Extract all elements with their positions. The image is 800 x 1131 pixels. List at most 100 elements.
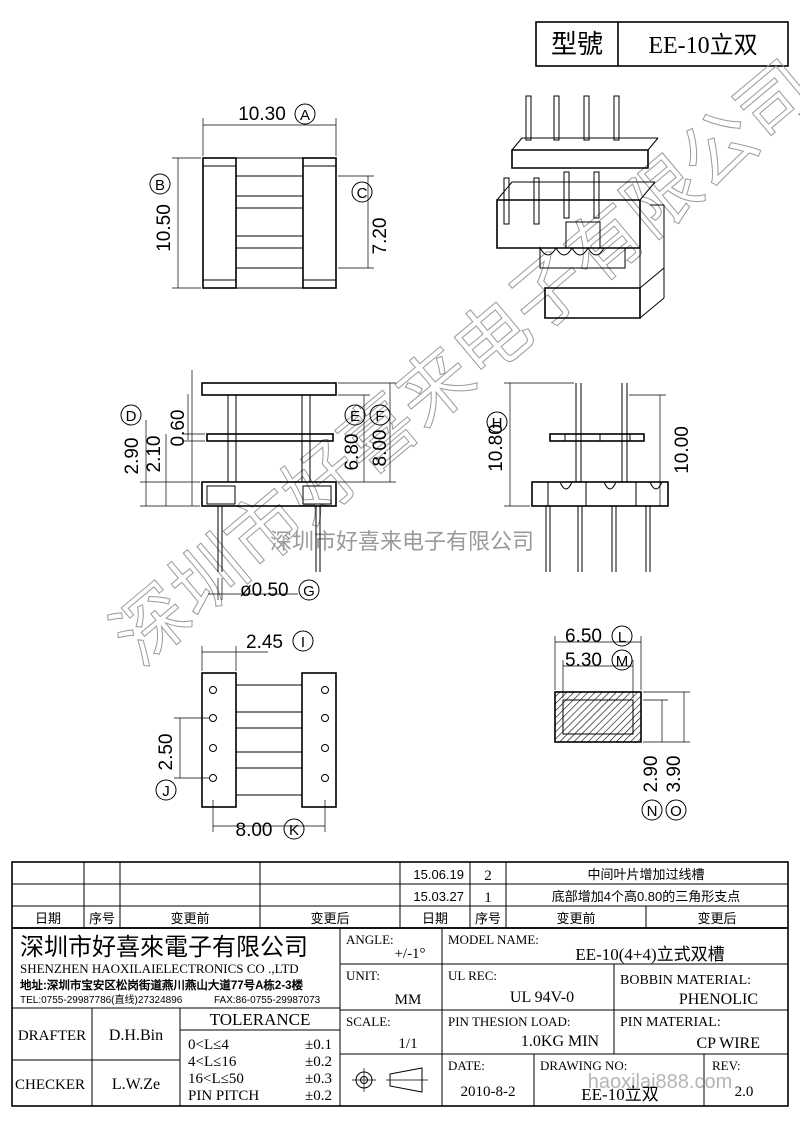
badge-B: B — [149, 173, 171, 195]
dim-K-value: 8.00 — [236, 820, 273, 841]
front-view — [140, 370, 396, 600]
badge-O: O — [665, 799, 687, 821]
drawing-no-label: DRAWING NO: — [540, 1058, 627, 1073]
dim-G-value: ø0.50 — [240, 580, 289, 601]
title-block — [11, 927, 789, 1107]
revision-header-before-2: 变更前 — [556, 911, 595, 926]
model-box: 型號 EE-10立双 — [535, 21, 789, 67]
drawing-no-value: EE-10立双 — [581, 1085, 658, 1104]
ul-rec-value: UL 94V-0 — [510, 989, 574, 1006]
revision-2-date: 15.03.27 — [413, 889, 464, 904]
company-name-en: SHENZHEN HAOXILAIELECTRONICS CO .,LTD — [20, 961, 299, 976]
dim-d3-value: 0.60 — [168, 410, 189, 447]
drafter-label: DRAFTER — [18, 1028, 86, 1044]
tolerance-row-2-range: 4<L≤16 — [188, 1054, 237, 1070]
dim-O-value: 3.90 — [664, 756, 685, 793]
drawing-no-watermark: haoxilai888.com — [588, 1071, 733, 1093]
dim-D-value: 2.90 — [122, 438, 143, 475]
pin-material-label: PIN MATERIAL: — [620, 1015, 721, 1030]
watermark: 深圳市好喜来电子有限公司 深圳市好喜来电子有限公司 — [96, 45, 800, 683]
pin-holes-right — [321, 686, 329, 782]
watermark-horizontal: 深圳市好喜来电子有限公司 — [270, 529, 534, 554]
dim-N-value: 2.90 — [641, 756, 662, 793]
section-view — [554, 636, 690, 743]
dim-I-value: 2.45 — [246, 632, 283, 653]
revision-1-note: 中间叶片增加过线槽 — [587, 867, 704, 882]
revision-1-seq: 2 — [484, 868, 492, 884]
watermark-diagonal: 深圳市好喜来电子有限公司 — [96, 45, 800, 682]
side-view — [504, 382, 669, 572]
dim-B-value: 10.50 — [154, 204, 175, 252]
isometric-view — [496, 95, 665, 319]
tolerance-row-4-value: ±0.2 — [305, 1088, 332, 1104]
dim-L-value: 6.50 — [565, 626, 602, 647]
badge-A-letter: A — [300, 107, 310, 124]
rev-value: 2.0 — [735, 1084, 754, 1100]
company-address: 地址:深圳市宝安区松岗街道燕川燕山大道77号A栋2-3楼 — [20, 978, 304, 992]
badge-H-letter: H — [492, 415, 503, 432]
angle-value: +/-1° — [394, 946, 425, 962]
revision-header-after: 变更后 — [310, 911, 349, 926]
revision-header-date-2: 日期 — [422, 911, 448, 926]
badge-H: H — [486, 411, 508, 433]
badge-N-letter: N — [647, 803, 658, 820]
checker-label: CHECKER — [15, 1077, 85, 1093]
date-label: DATE: — [448, 1058, 485, 1073]
revision-1-date: 15.06.19 — [413, 867, 464, 882]
unit-label: UNIT: — [346, 968, 380, 983]
company-fax: FAX:86-0755-29987073 — [214, 995, 321, 1006]
badge-D-letter: D — [126, 408, 137, 425]
dim-F-value: 8.00 — [370, 430, 391, 467]
tolerance-row-1-value: ±0.1 — [305, 1037, 332, 1053]
badge-A: A — [294, 103, 316, 125]
dim-J-value: 2.50 — [156, 734, 177, 771]
dim-A-value: 10.30 — [238, 104, 286, 125]
revision-2-note: 底部增加4个高0.80的三角形支点 — [552, 889, 741, 904]
top-view — [172, 118, 374, 289]
tolerance-row-4-range: PIN PITCH — [188, 1088, 259, 1104]
badge-J: J — [155, 779, 177, 801]
badge-G: G — [298, 579, 320, 601]
bottom-view — [174, 646, 337, 832]
revision-header-before: 变更前 — [170, 911, 209, 926]
badge-B-letter: B — [155, 177, 165, 194]
badge-L-letter: L — [618, 629, 626, 646]
badge-K-letter: K — [289, 822, 299, 839]
dim-h2-value: 10.00 — [672, 426, 693, 474]
projection-symbol-icon — [352, 1067, 428, 1093]
bobbin-material-label: BOBBIN MATERIAL: — [620, 973, 751, 988]
rev-label: REV: — [712, 1058, 741, 1073]
checker-name: L.W.Ze — [112, 1076, 160, 1093]
badge-M-letter: M — [616, 653, 629, 670]
scale-value: 1/1 — [398, 1036, 417, 1052]
badge-O-letter: O — [670, 803, 682, 820]
pin-load-value: 1.0KG MIN — [521, 1033, 600, 1050]
pin-holes-left — [209, 686, 217, 782]
dim-M-value: 5.30 — [565, 650, 602, 671]
badge-G-letter: G — [303, 583, 315, 600]
revision-header-seq: 序号 — [89, 911, 115, 926]
ul-rec-label: UL REC: — [448, 968, 497, 983]
revision-header-seq-2: 序号 — [475, 911, 501, 926]
scale-label: SCALE: — [346, 1014, 391, 1029]
tolerance-row-3-value: ±0.3 — [305, 1071, 332, 1087]
tolerance-title: TOLERANCE — [210, 1010, 311, 1029]
model-box-label: 型號 — [551, 30, 603, 59]
dim-C-value: 7.20 — [370, 218, 391, 255]
badge-J-letter: J — [162, 783, 170, 800]
badge-F: F — [369, 404, 391, 426]
tolerance-row-3-range: 16<L≤50 — [188, 1071, 244, 1087]
drafter-name: D.H.Bin — [109, 1027, 163, 1044]
badge-F-letter: F — [375, 408, 384, 425]
revision-2-seq: 1 — [484, 890, 492, 906]
badge-I: I — [292, 630, 314, 652]
badge-N: N — [641, 799, 663, 821]
revision-header-after-2: 变更后 — [697, 911, 736, 926]
badge-E-letter: E — [350, 408, 360, 425]
badge-L: L — [611, 625, 633, 647]
badge-D: D — [120, 404, 142, 426]
model-name-label: MODEL NAME: — [448, 932, 539, 947]
badge-I-letter: I — [301, 634, 305, 651]
badge-M: M — [611, 649, 633, 671]
